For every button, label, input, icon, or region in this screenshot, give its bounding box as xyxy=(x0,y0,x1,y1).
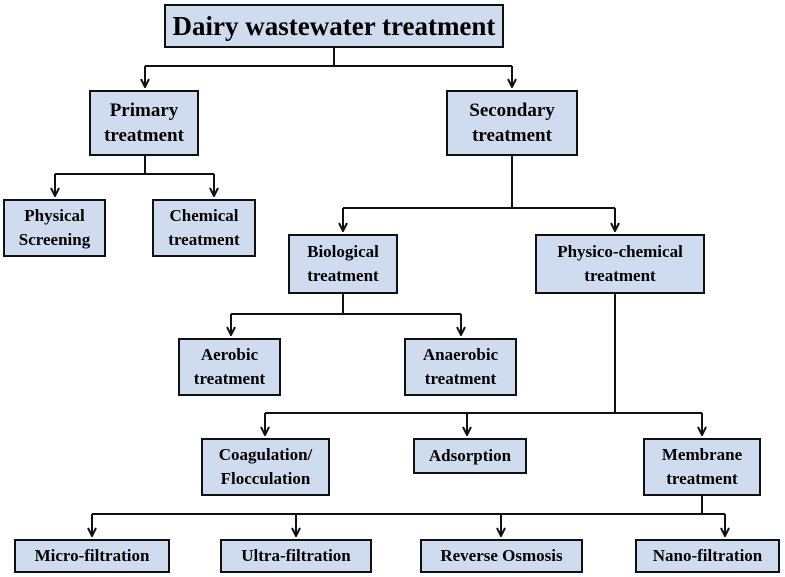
coagulation-flocculation-node: Coagulation/ Flocculation xyxy=(201,438,330,496)
primary-treatment-label: Primary treatment xyxy=(104,100,184,146)
biological-treatment-label: Biological treatment xyxy=(307,242,379,285)
physico-chemical-treatment-label: Physico-chemical treatment xyxy=(557,242,683,285)
membrane-treatment-node: Membrane treatment xyxy=(643,438,761,496)
chemical-treatment-node: Chemical treatment xyxy=(152,199,256,257)
aerobic-treatment-label: Aerobic treatment xyxy=(193,345,266,388)
root-node: Dairy wastewater treatment xyxy=(164,4,504,48)
root-node-label: Dairy wastewater treatment xyxy=(172,11,496,41)
biological-treatment-node: Biological treatment xyxy=(288,234,398,294)
anaerobic-treatment-node: Anaerobic treatment xyxy=(404,338,517,396)
reverse-osmosis-label: Reverse Osmosis xyxy=(440,546,563,565)
physical-screening-node: Physical Screening xyxy=(3,199,106,257)
micro-filtration-node: Micro-filtration xyxy=(14,539,170,573)
ultra-filtration-label: Ultra-filtration xyxy=(241,546,351,565)
nano-filtration-node: Nano-filtration xyxy=(635,539,780,573)
secondary-treatment-label: Secondary treatment xyxy=(469,100,555,146)
physico-chemical-treatment-node: Physico-chemical treatment xyxy=(535,234,705,294)
nano-filtration-label: Nano-filtration xyxy=(652,546,763,565)
ultra-filtration-node: Ultra-filtration xyxy=(220,539,372,573)
secondary-treatment-node: Secondary treatment xyxy=(446,90,578,156)
adsorption-node: Adsorption xyxy=(413,438,527,474)
membrane-treatment-label: Membrane treatment xyxy=(661,445,743,488)
aerobic-treatment-node: Aerobic treatment xyxy=(178,338,281,396)
micro-filtration-label: Micro-filtration xyxy=(34,546,150,565)
coagulation-flocculation-label: Coagulation/ Flocculation xyxy=(218,445,313,488)
anaerobic-treatment-label: Anaerobic treatment xyxy=(422,345,499,388)
primary-treatment-node: Primary treatment xyxy=(89,90,199,156)
chemical-treatment-label: Chemical treatment xyxy=(168,206,240,249)
reverse-osmosis-node: Reverse Osmosis xyxy=(420,539,583,573)
physical-screening-label: Physical Screening xyxy=(18,206,91,249)
adsorption-label: Adsorption xyxy=(428,446,512,465)
